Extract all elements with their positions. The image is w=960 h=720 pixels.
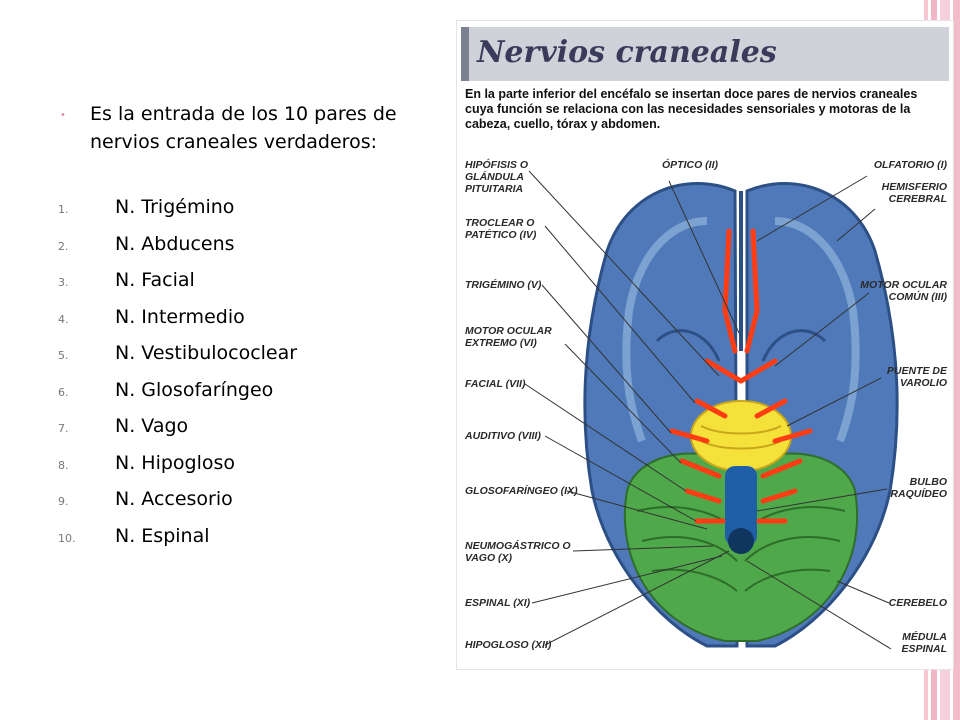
intro-text: Es la entrada de los 10 pares de nervios… <box>90 103 397 153</box>
list-item: 3.N. Facial <box>58 269 195 291</box>
label-espinal: Espinal (XI) <box>465 597 531 609</box>
label-hemisferio: Hemisferio cerebral <box>881 181 947 205</box>
list-item: 4.N. Intermedio <box>58 305 245 328</box>
figure-title-bar: Nervios craneales <box>461 27 949 81</box>
cranial-nerves-figure: Nervios craneales En la parte inferior d… <box>456 20 954 670</box>
list-item: 9.N. Accesorio <box>58 488 233 510</box>
label-hipofisis: Hipófisis o glándula pituitaria <box>465 159 529 195</box>
pons <box>690 400 792 472</box>
label-facial: Facial (VII) <box>465 378 526 390</box>
list-item: 2.N. Abducens <box>58 232 235 255</box>
nerve-list: 1.N. Trigémino 2.N. Abducens 3.N. Facial… <box>58 196 448 561</box>
label-glosofaringeo: Glosofaríngeo (IX) <box>465 485 578 497</box>
bullet-icon: • <box>60 110 66 121</box>
label-motor-externo: Motor ocular extremo (VI) <box>465 325 552 349</box>
medulla-oblongata <box>725 466 757 554</box>
list-item: 8.N. Hipogloso <box>58 451 236 474</box>
label-bulbo: Bulbo raquídeo <box>890 476 947 500</box>
label-cerebelo: Cerebelo <box>888 597 947 609</box>
slide-text: • Es la entrada de los 10 pares de nervi… <box>58 100 448 561</box>
label-trigemino: Trigémino (V) <box>465 279 542 291</box>
label-auditivo: Auditivo (VIII) <box>465 430 541 442</box>
label-olfatorio: Olfatorio (I) <box>873 159 947 171</box>
list-item: 7.N. Vago <box>58 415 189 437</box>
cranial-nerves <box>669 228 813 524</box>
intro-bullet: • Es la entrada de los 10 pares de nervi… <box>58 100 448 156</box>
label-troclear: Troclear o patético (IV) <box>465 217 537 241</box>
list-item: 10.N. Espinal <box>58 524 210 547</box>
list-item: 1.N. Trigémino <box>58 196 235 218</box>
leader-lines <box>524 170 892 650</box>
list-item: 6.N. Glosofaríngeo <box>58 378 274 401</box>
label-medula: Médula espinal <box>901 631 947 655</box>
list-item: 5.N. Vestibulococlear <box>58 342 298 364</box>
label-optico: Óptico (II) <box>662 159 718 171</box>
brain-illustration <box>524 170 899 650</box>
figure-description: En la parte inferior del encéfalo se ins… <box>465 87 918 131</box>
label-neumogastrico: Neumogástrico o vago (X) <box>465 540 571 564</box>
title-accent <box>461 27 469 81</box>
figure-title: Nervios craneales <box>477 35 777 70</box>
label-motor-comun: Motor ocular común (III) <box>860 279 947 303</box>
label-hipogloso: Hipogloso (XII) <box>465 639 552 651</box>
label-puente: Puente de Varolio <box>886 365 947 389</box>
